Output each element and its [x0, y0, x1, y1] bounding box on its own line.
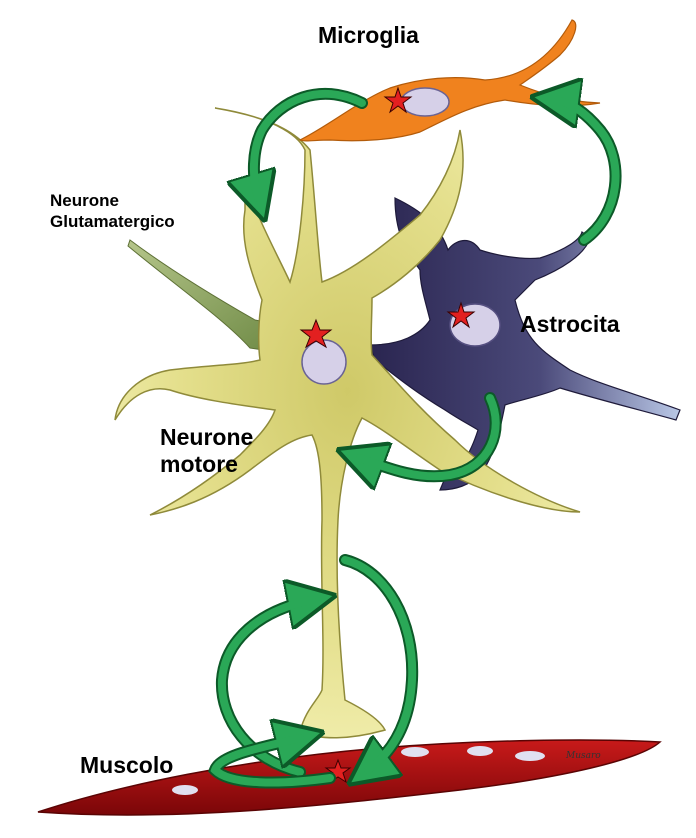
microglia-label: Microglia [318, 22, 419, 48]
motor-star-icon [299, 318, 333, 349]
muscle-nucleus [172, 785, 198, 795]
arrow-muscle-loop [208, 738, 336, 789]
motor-neuron-label-line2: motore [160, 451, 238, 477]
motor-neuron-label-line1: Neurone [160, 424, 254, 450]
muscle-nucleus [467, 746, 493, 756]
astrocyte-nucleus [449, 303, 501, 347]
arrow-microglia-to-motor-neuron [254, 88, 368, 198]
astrocyte-label: Astrocita [520, 311, 620, 337]
motor-nucleus [301, 339, 347, 385]
microglia-star-icon [383, 86, 413, 114]
glutamatergic-neuron-label: Neurone Glutamatergico [50, 190, 175, 232]
arrow-astrocyte-to-motor-neuron [360, 392, 502, 476]
arrow-astrocyte-to-microglia [555, 100, 622, 246]
muscle-nucleus [401, 747, 429, 757]
interaction-arrows [208, 88, 622, 789]
glutamatergic-neuron-label-line1: Neurone [50, 191, 119, 210]
muscle-label: Muscolo [80, 752, 174, 778]
motor-neuron-label: Neurone motore [160, 424, 253, 478]
motor-neuron [114, 107, 581, 739]
arrow-motor-neuron-to-muscle [339, 554, 419, 770]
astrocyte-star-icon [446, 301, 476, 329]
microglia-nucleus [400, 87, 450, 117]
microglia-cell [298, 19, 601, 142]
muscle-nucleus [515, 751, 545, 761]
author-signature: Musaro [566, 751, 601, 761]
glutamatergic-neuron-label-line2: Glutamatergico [50, 212, 175, 231]
